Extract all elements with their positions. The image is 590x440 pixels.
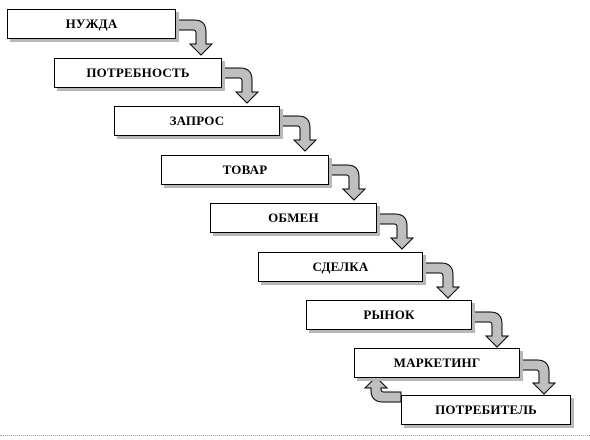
arrow-4-to-5 xyxy=(328,164,367,201)
arrow-1-to-2 xyxy=(175,19,214,56)
step-exchange: ОБМЕН xyxy=(210,203,377,233)
step-marketing: МАРКЕТИНГ xyxy=(354,348,520,378)
step-product: ТОВАР xyxy=(161,155,329,185)
arrow-6-to-7 xyxy=(422,262,461,299)
page-bottom-dotted-line xyxy=(0,435,590,436)
arrow-7-to-8 xyxy=(471,311,510,348)
step-deal: СДЕЛКА xyxy=(258,252,423,282)
arrow-9-to-8-return xyxy=(363,376,402,403)
arrow-3-to-4 xyxy=(279,115,318,152)
step-market: РЫНОК xyxy=(306,300,472,330)
step-demand: ЗАПРОС xyxy=(114,106,280,136)
step-need: НУЖДА xyxy=(7,9,176,39)
step-requirement: ПОТРЕБНОСТЬ xyxy=(54,58,222,88)
arrow-8-to-9 xyxy=(519,359,557,395)
step-consumer: ПОТРЕБИТЕЛЬ xyxy=(401,395,571,425)
arrow-5-to-6 xyxy=(376,213,415,250)
arrow-2-to-3 xyxy=(221,67,260,104)
